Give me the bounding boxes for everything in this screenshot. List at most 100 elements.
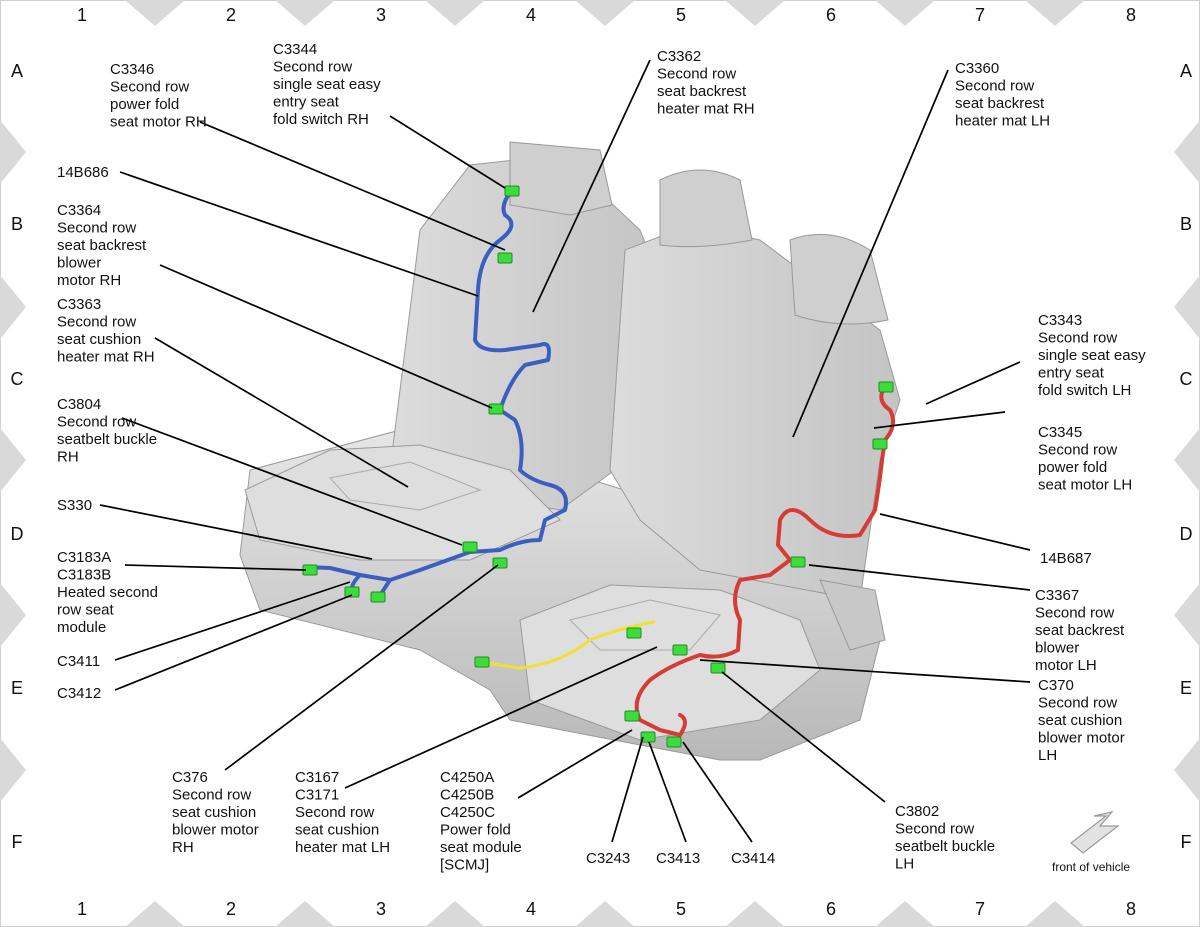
- c3343-line: C3343: [1038, 312, 1082, 329]
- grid-marker-top-1: [275, 0, 335, 26]
- cushion-insert-lh: [569, 599, 721, 651]
- c3183-line: Heated second: [57, 584, 158, 601]
- grid-col-top-8: 8: [1126, 5, 1136, 25]
- c3360-line: C3360: [955, 60, 999, 77]
- grid-col-bottom-3: 3: [376, 899, 386, 919]
- c3802-line: Second row: [895, 821, 974, 838]
- c3344-line: C3344: [273, 41, 317, 58]
- c3414-line: C3414: [731, 850, 775, 867]
- leader-c3364: [159, 264, 493, 409]
- c3345-line: seat motor LH: [1038, 477, 1132, 494]
- leader-c3183: [124, 564, 307, 571]
- c3243-line: C3243: [586, 850, 630, 867]
- leader-c3344: [389, 115, 506, 189]
- grid-marker-top-3: [575, 0, 635, 26]
- c370-line: C370: [1038, 677, 1074, 694]
- c370-line: LH: [1038, 747, 1057, 764]
- front-arrow-icon: [1070, 811, 1120, 854]
- c370-line: blower motor: [1038, 730, 1125, 747]
- cushion-rh: [244, 444, 561, 561]
- label-s330: S330: [57, 497, 92, 514]
- c3343-line: entry seat: [1038, 365, 1105, 382]
- side-trim-lh: [819, 579, 886, 651]
- c3413-line: C3413: [656, 850, 700, 867]
- leader-lines: [99, 59, 1031, 843]
- leader-c3411: [114, 581, 351, 661]
- c376-line: C376: [172, 769, 208, 786]
- cushion-insert-rh: [329, 461, 482, 511]
- c3364-line: motor RH: [57, 272, 121, 289]
- leader-c3414: [682, 741, 753, 843]
- leader-c3243: [611, 736, 644, 843]
- c3345-line: power fold: [1038, 459, 1107, 476]
- c3346-line: C3346: [110, 61, 154, 78]
- c3344-line: fold switch RH: [273, 111, 369, 128]
- grid-col-bottom-1: 1: [77, 899, 87, 919]
- c3367-line: Second row: [1035, 605, 1114, 622]
- c3360-line: seat backrest: [955, 95, 1045, 112]
- c370-line: seat cushion: [1038, 712, 1122, 729]
- c4250-line: [SCMJ]: [440, 857, 489, 874]
- grid-col-top-4: 4: [526, 5, 536, 25]
- leader-c3413: [648, 741, 687, 843]
- c3346-line: power fold: [110, 96, 179, 113]
- grid-row-right-A: A: [1180, 61, 1192, 81]
- connector-block: [710, 662, 726, 674]
- grid-marker-bottom-0: [125, 901, 185, 927]
- c3343-line: fold switch LH: [1038, 382, 1131, 399]
- grid-row-left-E: E: [11, 678, 23, 698]
- harness-lh: [634, 383, 896, 737]
- c3364-line: blower: [57, 255, 101, 272]
- connector-block: [497, 252, 513, 264]
- connector-block: [344, 586, 360, 598]
- leader-c3362: [532, 59, 651, 313]
- grid-col-bottom-2: 2: [226, 899, 236, 919]
- grid-col-bottom-7: 7: [975, 899, 985, 919]
- c3344-line: entry seat: [273, 94, 340, 111]
- c3804-line: RH: [57, 449, 79, 466]
- c3411-line: C3411: [57, 653, 100, 670]
- connector-block: [370, 591, 386, 603]
- c4250-line: C4250A: [440, 769, 494, 786]
- c3345-line: C3345: [1038, 424, 1082, 441]
- connector-block: [666, 736, 682, 748]
- grid-row-right-B: B: [1180, 214, 1192, 234]
- connector-block: [624, 710, 640, 722]
- grid-col-top-2: 2: [226, 5, 236, 25]
- grid-marker-right-3: [1174, 583, 1200, 647]
- c3183-line: C3183A: [57, 549, 111, 566]
- c3802-line: LH: [895, 856, 914, 873]
- c3183-line: module: [57, 619, 106, 636]
- c370-line: Second row: [1038, 695, 1117, 712]
- grid-marker-bottom-4: [725, 901, 785, 927]
- connector-block: [878, 381, 894, 393]
- c3167-line: heater mat LH: [295, 839, 390, 856]
- n14b687-line: 14B687: [1040, 550, 1092, 567]
- c3343-line: Second row: [1038, 330, 1117, 347]
- grid-marker-top-6: [1025, 0, 1085, 26]
- grid-col-top-7: 7: [975, 5, 985, 25]
- grid-marker-bottom-6: [1025, 901, 1085, 927]
- c3360-line: Second row: [955, 78, 1034, 95]
- grid-marker-top-0: [125, 0, 185, 26]
- leader-c3802: [721, 671, 886, 803]
- c4250-line: seat module: [440, 839, 522, 856]
- connector-block: [790, 556, 806, 568]
- c3345-line: Second row: [1038, 442, 1117, 459]
- c3183-line: row seat: [57, 602, 115, 619]
- c376-line: Second row: [172, 787, 251, 804]
- leader-c4250: [517, 729, 633, 799]
